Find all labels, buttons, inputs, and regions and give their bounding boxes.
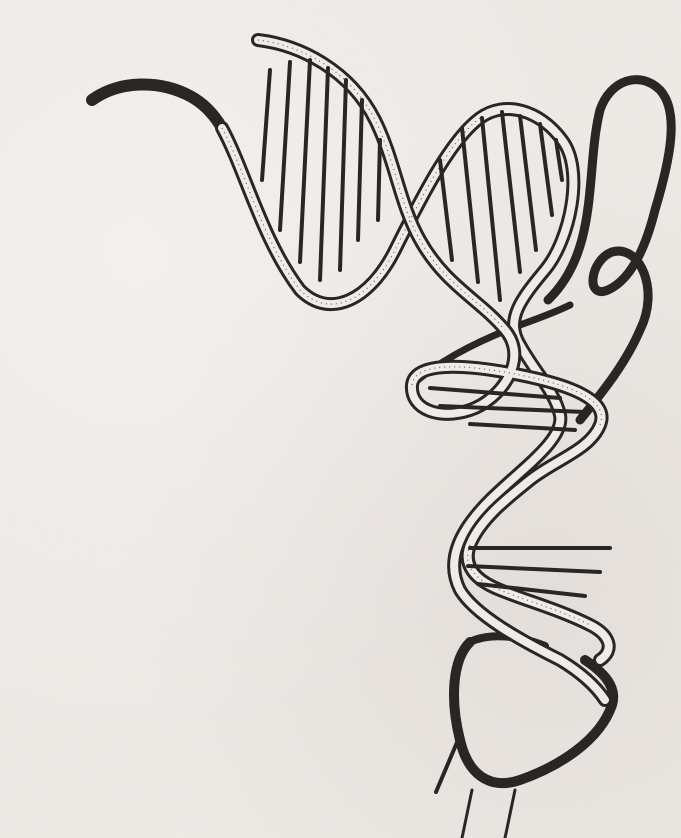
dna-helix-drawing xyxy=(0,0,681,838)
